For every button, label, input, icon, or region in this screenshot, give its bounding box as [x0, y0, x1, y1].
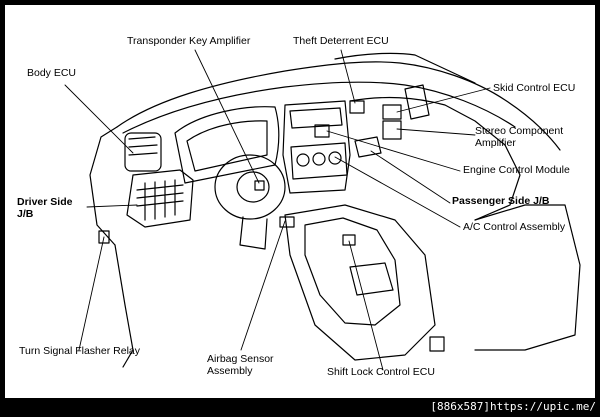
dash-top-outline — [116, 61, 561, 151]
watermark: [886x587]https://upic.me/ — [430, 400, 596, 413]
left-pillar — [89, 126, 118, 246]
right-dash-panel — [349, 96, 521, 221]
steering-wheel — [214, 154, 286, 220]
skid-ecu-box — [382, 104, 402, 120]
flasher-relay-block — [98, 230, 110, 244]
windshield-edge — [334, 52, 476, 84]
side-vent — [124, 132, 162, 172]
label-passenger-side-jb: Passenger Side J/B — [452, 195, 550, 207]
shift-lock-box — [342, 234, 356, 246]
leader-driver-jb — [86, 204, 138, 208]
label-skid-control-ecu: Skid Control ECU — [493, 82, 576, 94]
leader-passenger-jb — [370, 150, 451, 204]
leader-airbag — [240, 220, 286, 351]
label-stereo-component-amplifier: Stereo Component Amplifier — [475, 125, 564, 149]
label-engine-control-module: Engine Control Module — [463, 164, 570, 176]
leader-body-ecu — [64, 84, 134, 154]
steering-hub — [236, 171, 270, 203]
ac-knob-1 — [296, 153, 310, 167]
leader-skid — [396, 87, 491, 113]
label-transponder-key-amplifier: Transponder Key Amplifier — [127, 35, 251, 47]
cluster-inner — [186, 120, 268, 172]
center-stack — [282, 100, 351, 194]
passenger-jb-box — [354, 136, 382, 158]
diagram-frame: Transponder Key Amplifier Theft Deterren… — [4, 4, 596, 399]
left-kick-panel — [114, 244, 134, 368]
leader-shift-lock — [348, 240, 384, 371]
label-turn-signal-flasher-relay: Turn Signal Flasher Relay — [19, 345, 140, 357]
label-ac-control-assembly: A/C Control Assembly — [463, 221, 566, 233]
side-vent-detail — [128, 136, 158, 156]
steering-column — [239, 216, 268, 250]
driver-jb-housing — [126, 169, 194, 228]
ac-knob-3 — [328, 151, 342, 165]
console-inner — [304, 217, 401, 326]
label-driver-side-jb: Driver Side J/B — [17, 196, 73, 220]
leader-ecm — [326, 130, 461, 172]
label-airbag-sensor-assembly: Airbag Sensor Assembly — [207, 353, 274, 377]
center-stack-vents — [289, 107, 343, 129]
right-vent — [404, 84, 430, 120]
right-door — [474, 204, 581, 351]
cluster-hood — [174, 106, 280, 184]
theft-deterrent-box — [349, 100, 365, 114]
label-theft-deterrent-ecu: Theft Deterrent ECU — [293, 35, 389, 47]
airbag-sensor-box — [279, 216, 295, 228]
dash-front-lip — [122, 81, 516, 134]
leader-lines — [64, 49, 491, 371]
console-tray — [349, 262, 394, 296]
leader-theft — [340, 49, 356, 104]
transponder-amplifier-box — [254, 180, 265, 191]
console-end-box — [429, 336, 445, 352]
leader-flasher — [78, 236, 105, 351]
leader-transponder — [194, 49, 260, 184]
leader-stereo — [396, 128, 476, 136]
label-body-ecu: Body ECU — [27, 67, 77, 79]
stereo-amp-box — [382, 120, 402, 140]
leader-ac — [334, 156, 461, 228]
ac-panel — [290, 142, 348, 180]
driver-jb-fuses — [136, 179, 184, 221]
console — [284, 204, 436, 361]
ecm-box — [314, 124, 330, 138]
dashboard-drawing — [64, 49, 581, 371]
label-shift-lock-control-ecu: Shift Lock Control ECU — [327, 366, 435, 378]
ac-knob-2 — [312, 152, 326, 166]
